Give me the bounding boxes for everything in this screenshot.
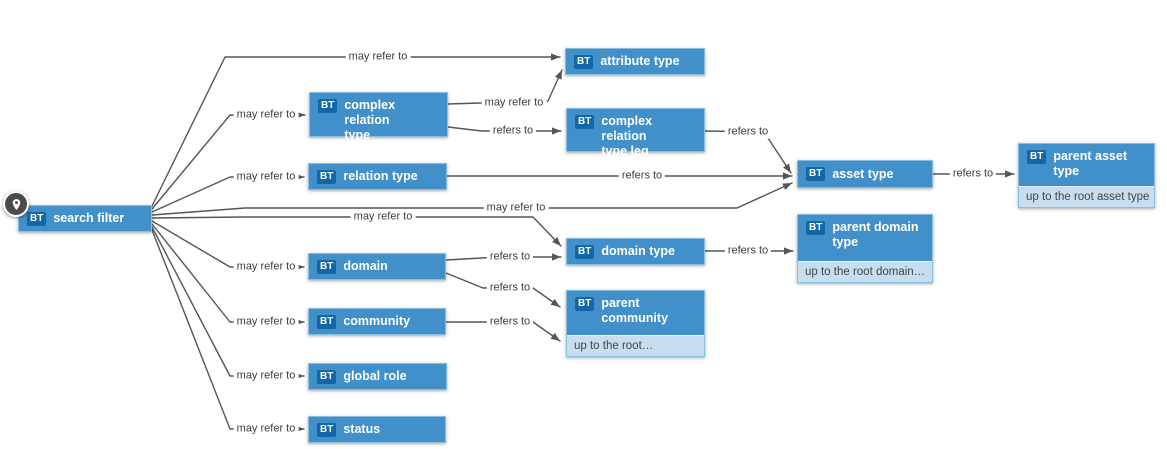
bt-badge: BT: [806, 221, 826, 235]
node-label: domain: [343, 259, 388, 273]
node-label: status: [343, 422, 381, 436]
edge-label: refers to: [486, 250, 534, 264]
node-header: BT complex relation type leg: [567, 109, 704, 164]
edge-label: may refer to: [233, 108, 299, 122]
edge-label: may refer to: [233, 170, 299, 184]
arrowhead-icon: [551, 53, 560, 61]
bt-badge: BT: [317, 422, 337, 437]
edge-label: may refer to: [233, 315, 299, 329]
node-header: BT status: [309, 417, 445, 442]
node-complex-relation-type-leg[interactable]: BT complex relation type leg: [566, 108, 705, 158]
node-label: complex relation type leg: [601, 114, 653, 158]
bt-badge: BT: [575, 297, 595, 311]
node-parent-community[interactable]: BT parent community up to the root…: [566, 290, 705, 357]
arrowhead-icon: [552, 127, 561, 135]
node-domain[interactable]: BT domain: [308, 253, 446, 280]
arrowhead-icon: [784, 247, 793, 255]
node-label: parent community: [601, 296, 669, 325]
node-header: BT attribute type: [566, 49, 704, 74]
node-community[interactable]: BT community: [308, 308, 446, 335]
node-header: BT relation type: [309, 164, 446, 189]
node-header: BT domain type: [567, 239, 704, 264]
node-header: BT parent domain type: [798, 215, 932, 261]
node-parent-asset-type[interactable]: BT parent asset type up to the root asset …: [1018, 143, 1155, 208]
node-label: global role: [343, 369, 407, 383]
arrowhead-icon: [550, 298, 560, 307]
edge-label: refers to: [949, 167, 997, 181]
bt-badge: BT: [806, 167, 826, 181]
node-label: domain type: [601, 244, 675, 258]
arrowhead-icon: [783, 163, 791, 173]
bt-badge: BT: [575, 115, 595, 129]
node-header: BT parent community: [567, 291, 704, 335]
edge-label: may refer to: [233, 369, 299, 383]
node-label: search filter: [53, 211, 125, 225]
node-label: relation type: [343, 169, 418, 183]
node-label: attribute type: [600, 54, 680, 68]
node-attribute-type[interactable]: BT attribute type: [565, 48, 705, 75]
arrowhead-icon: [552, 253, 561, 261]
edge-label: refers to: [618, 169, 666, 183]
node-label: community: [343, 314, 411, 328]
edge-label: refers to: [724, 244, 772, 258]
edge-label: may refer to: [233, 260, 299, 274]
node-label: asset type: [832, 166, 894, 181]
node-global-role[interactable]: BT global role: [308, 363, 447, 390]
bt-badge: BT: [318, 99, 338, 113]
node-complex-relation-type[interactable]: BT complex relation type: [309, 92, 448, 142]
node-header: BT community: [309, 309, 445, 334]
node-asset-type[interactable]: BT asset type: [797, 160, 933, 188]
current-asset-pin-icon: [3, 191, 29, 217]
node-header: BT asset type: [798, 161, 932, 187]
node-header: BT parent asset type: [1019, 144, 1154, 186]
node-search-filter[interactable]: BT search filter: [18, 205, 152, 232]
edge-label: refers to: [486, 315, 534, 329]
node-footer: up to the root asset type: [1019, 186, 1154, 207]
node-status[interactable]: BT status: [308, 416, 446, 443]
arrowhead-icon: [1005, 170, 1014, 178]
edge-label: may refer to: [483, 201, 549, 215]
edge-label: may refer to: [233, 422, 299, 436]
bt-badge: BT: [317, 369, 337, 384]
edge-label: may refer to: [350, 210, 416, 224]
node-footer: up to the root…: [567, 335, 704, 356]
edge-label: may refer to: [481, 96, 547, 110]
node-footer: up to the root domain…: [798, 261, 932, 282]
bt-badge: BT: [575, 244, 595, 259]
edge-search-filter-to-attribute-type: [151, 56, 561, 207]
bt-badge: BT: [1027, 150, 1047, 164]
edge-search-filter-to-asset-type: [151, 182, 793, 216]
map-marker-icon: [12, 198, 20, 210]
edge-label: refers to: [489, 124, 537, 138]
node-header: BT domain: [309, 254, 445, 279]
bt-badge: BT: [27, 211, 47, 226]
node-label: parent asset type: [1053, 149, 1127, 178]
edge-label: refers to: [486, 281, 534, 295]
node-domain-type[interactable]: BT domain type: [566, 238, 705, 265]
node-header: BT search filter: [19, 206, 151, 231]
edge-search-filter-to-complex-relation-type: [151, 114, 306, 210]
node-header: BT global role: [309, 364, 446, 389]
node-relation-type[interactable]: BT relation type: [308, 163, 447, 190]
arrowhead-icon: [552, 237, 561, 246]
edge-search-filter-to-global-role: [151, 226, 305, 377]
arrowhead-icon: [783, 172, 792, 180]
edge-label: refers to: [724, 125, 772, 139]
arrowhead-icon: [550, 332, 560, 341]
edge-label: may refer to: [345, 50, 411, 64]
bt-badge: BT: [317, 169, 337, 184]
arrowhead-icon: [782, 183, 792, 191]
bt-badge: BT: [317, 314, 337, 329]
bt-badge: BT: [574, 54, 594, 69]
arrowhead-icon: [555, 70, 562, 80]
bt-badge: BT: [317, 259, 337, 274]
node-parent-domain-type[interactable]: BT parent domain type up to the root domai…: [797, 214, 933, 283]
node-header: BT complex relation type: [310, 93, 447, 148]
node-label: parent domain type: [832, 220, 919, 249]
node-label: complex relation type: [344, 98, 396, 142]
